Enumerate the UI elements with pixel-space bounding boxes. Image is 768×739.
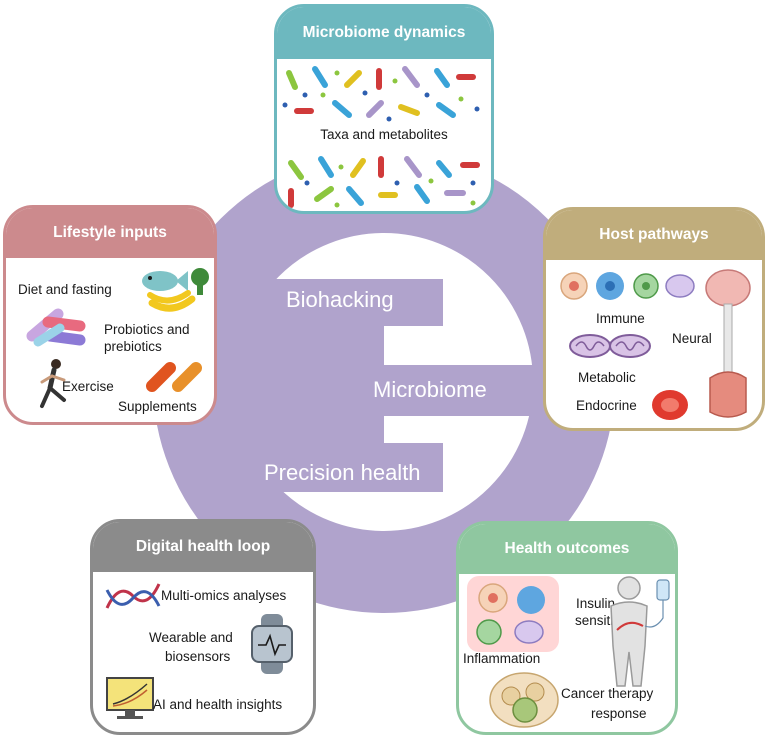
- label-neural: Neural: [672, 331, 712, 346]
- label-metabolic: Metabolic: [578, 370, 636, 385]
- panel-title: Lifestyle inputs: [6, 208, 214, 258]
- monitor-chart-icon: [106, 677, 154, 719]
- human-body-icon: [610, 576, 670, 687]
- mitochondria-icon: [569, 334, 651, 358]
- label-ai-insights: AI and health insights: [153, 697, 283, 712]
- label-insulin: Insulin: [576, 596, 616, 611]
- panel-title: Health outcomes: [459, 524, 675, 574]
- label-wearable: Wearable and: [149, 630, 233, 645]
- label-supplements: Supplements: [118, 399, 197, 414]
- microbiome-caption: Taxa and metabolites: [320, 127, 448, 142]
- label-probiotics: Probiotics and: [104, 322, 190, 337]
- panel-title: Digital health loop: [93, 522, 313, 572]
- dna-helix-icon: [105, 583, 161, 609]
- panel-lifestyle-inputs: Lifestyle inputs Diet and fasting Probio…: [3, 205, 217, 425]
- panel-host-pathways: Host pathways Immune Neural Metabolic En…: [543, 207, 765, 431]
- panel-digital-health-loop: Digital health loop Multi-omics analyses…: [90, 519, 316, 735]
- center-label-precision-health: Precision health: [264, 460, 421, 485]
- smartwatch-icon: [251, 614, 293, 674]
- label-endocrine: Endocrine: [576, 398, 637, 413]
- label-prebiotics: prebiotics: [104, 339, 162, 354]
- fish-icon: [142, 268, 209, 312]
- iv-bag-icon: [656, 579, 670, 601]
- brain-spine-icon: [705, 269, 751, 418]
- runner-icon: [40, 359, 66, 408]
- label-response: response: [591, 706, 647, 721]
- center-label-biohacking: Biohacking: [286, 287, 394, 312]
- panel-microbiome-dynamics: Microbiome dynamics: [274, 4, 494, 214]
- label-inflammation: Inflammation: [463, 651, 541, 666]
- tumor-cells-icon: [489, 672, 559, 728]
- label-exercise: Exercise: [62, 379, 114, 394]
- label-immune: Immune: [596, 311, 645, 326]
- panel-health-outcomes: Health outcomes Insulin sensitivity Infl…: [456, 521, 678, 735]
- bacteria-icon: [282, 66, 480, 208]
- immune-cell-icon: [560, 272, 695, 300]
- red-blood-cell-icon: [652, 390, 688, 420]
- label-multi-omics: Multi-omics analyses: [161, 588, 287, 603]
- label-biosensors: biosensors: [165, 649, 231, 664]
- probiotic-capsule-icon: [26, 308, 86, 347]
- label-cancer-therapy: Cancer therapy: [561, 686, 654, 701]
- panel-title: Host pathways: [546, 210, 762, 260]
- supplement-pill-icon: [146, 362, 202, 392]
- panel-title: Microbiome dynamics: [277, 7, 491, 59]
- inflamed-cells-icon: [467, 576, 559, 652]
- label-diet-fasting: Diet and fasting: [18, 282, 112, 297]
- center-label-microbiome: Microbiome: [373, 377, 487, 402]
- center-s-shape: [232, 279, 536, 492]
